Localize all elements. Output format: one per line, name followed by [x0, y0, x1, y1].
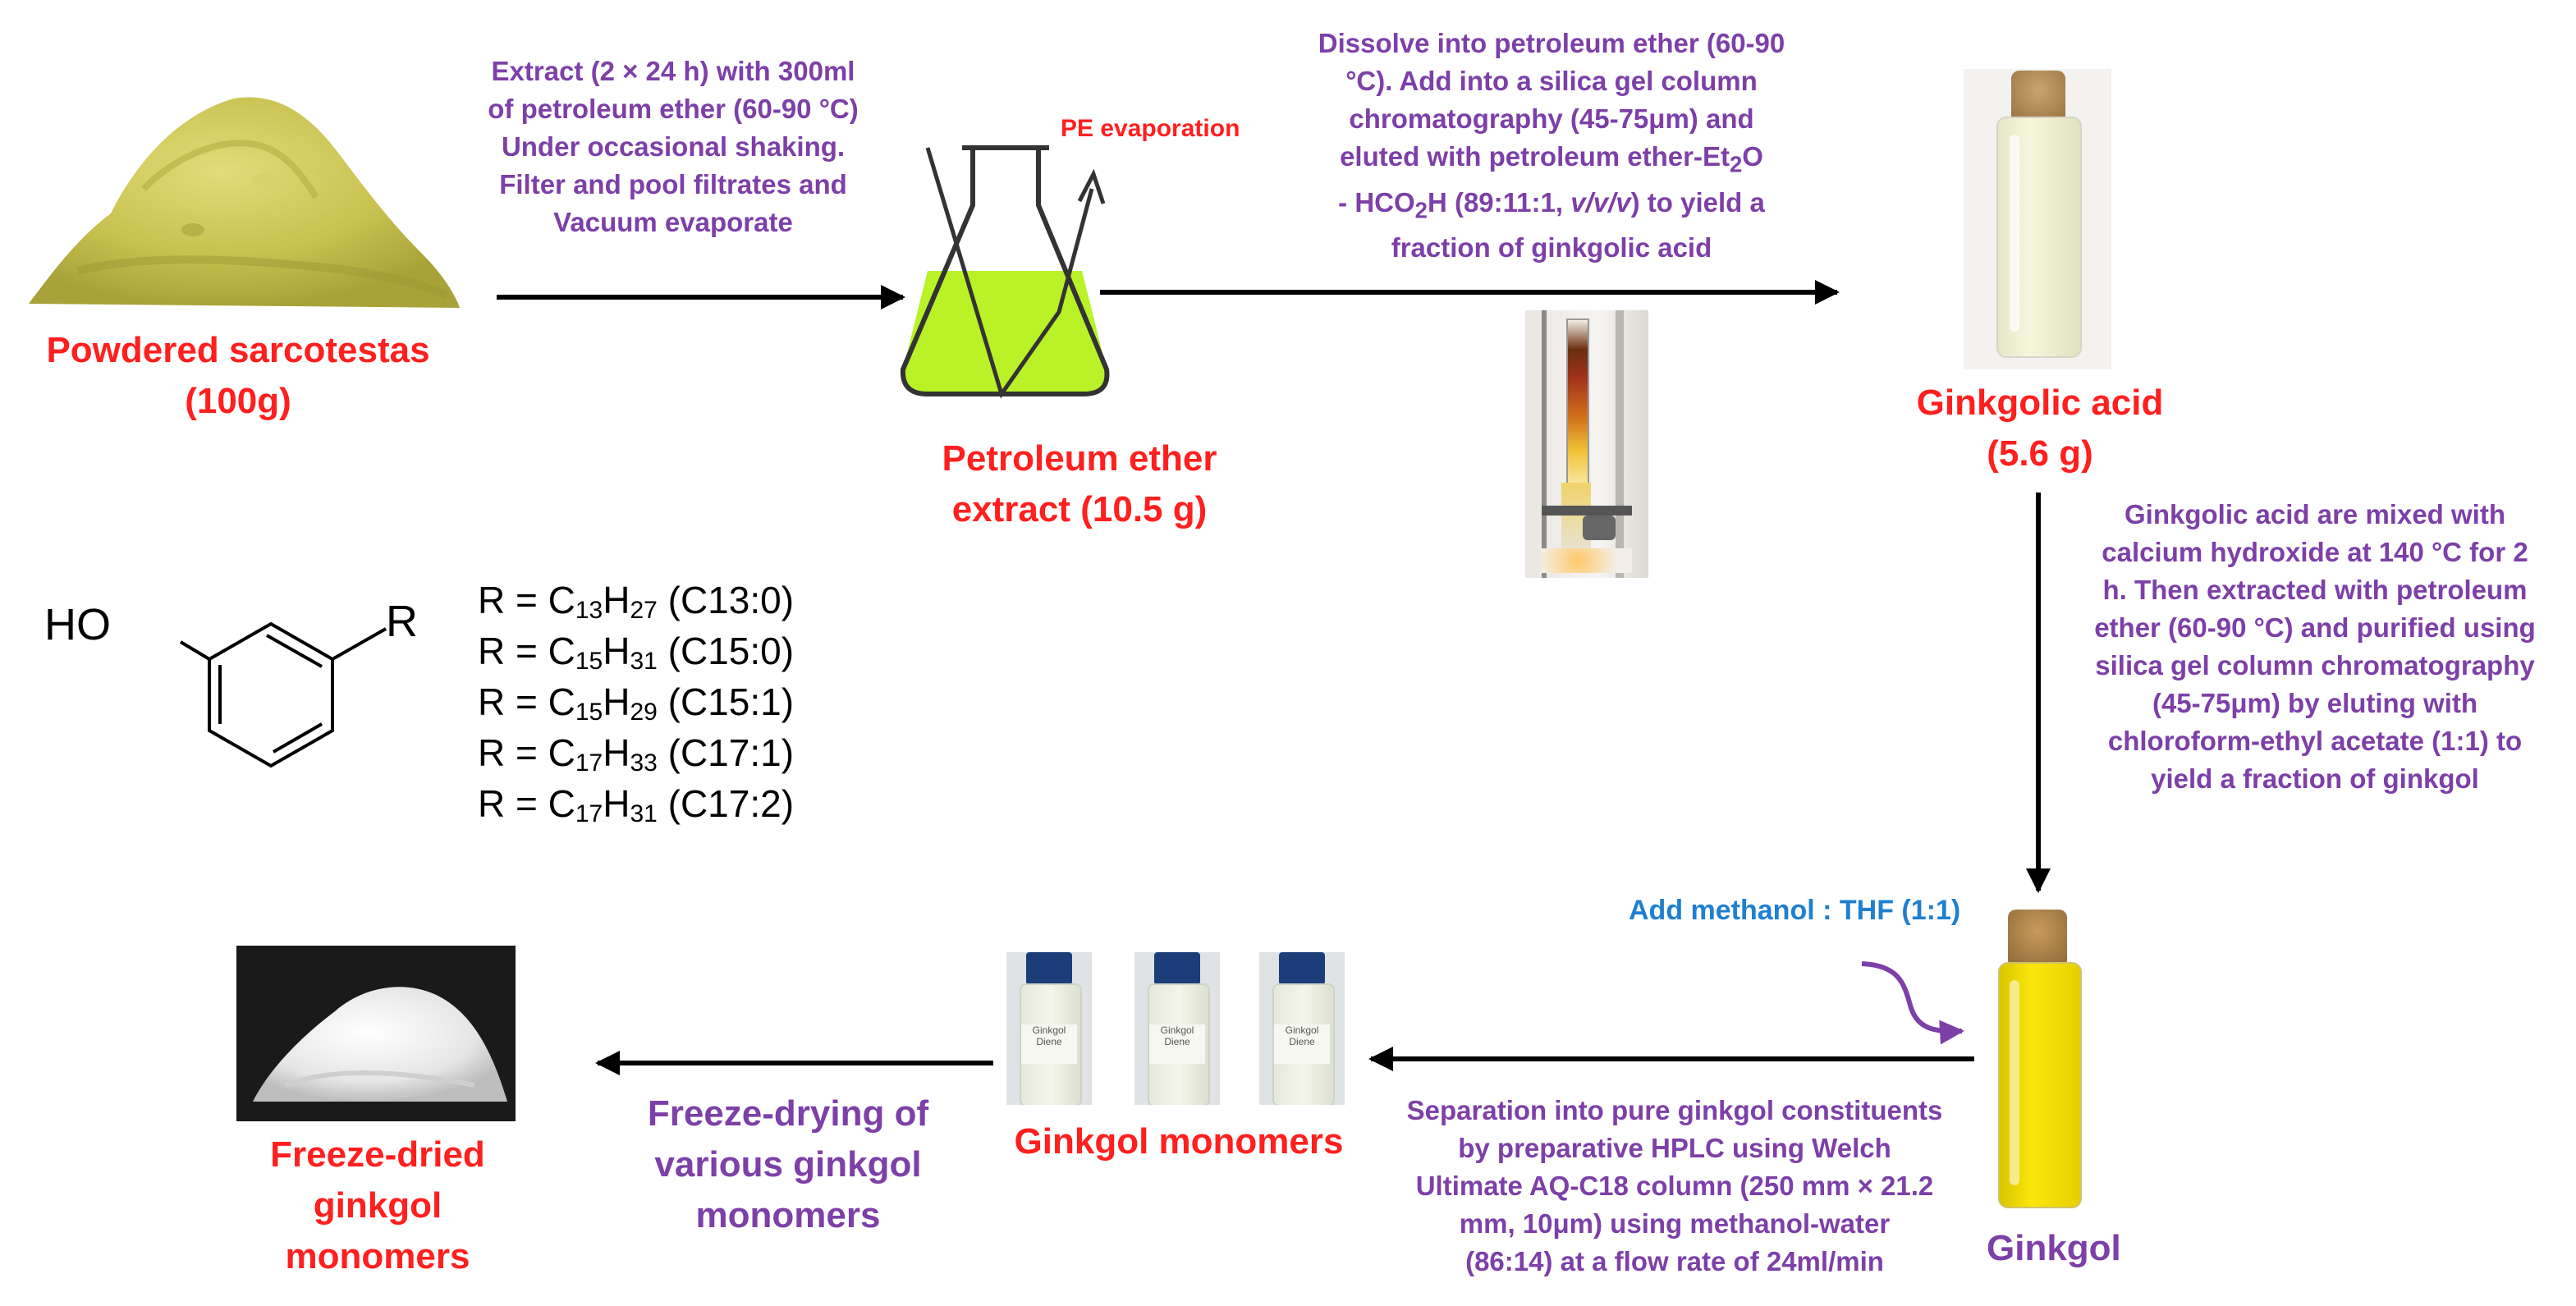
column-step-text: Dissolve into petroleum ether (60-90 °C)… [1318, 28, 1785, 263]
pe-evaporation-label: PE evaporation [1061, 115, 1240, 142]
erlenmeyer-flask-icon [900, 145, 1110, 399]
freeze-dried-label: Freeze-dried ginkgol monomers [270, 1134, 485, 1276]
substituent-item: R = C17H31 (C17:2) [478, 782, 795, 827]
hydroxyl-label: HO [44, 600, 111, 649]
freeze-drying-step-text: Freeze-drying of various ginkgol monomer… [647, 1093, 929, 1235]
ginkgol-label: Ginkgol [1987, 1228, 2121, 1268]
ginkgolic-acid-vial-photo [1964, 69, 2111, 369]
r-group-label: R [386, 597, 418, 646]
column-chromatography-photo [1525, 310, 1648, 578]
freeze-dried-powder-photo [236, 946, 516, 1121]
hplc-step-text: Separation into pure ginkgol constituent… [1406, 1095, 1943, 1276]
add-methanol-note: Add methanol : THF (1:1) [1629, 895, 1961, 926]
substituent-item: R = C15H31 (C15:0) [478, 630, 795, 675]
substituent-list: R = C13H27 (C13:0) R = C15H31 (C15:0) R … [478, 575, 794, 829]
powder-pile-image [29, 97, 460, 308]
substituent-item: R = C15H29 (C15:1) [478, 680, 795, 726]
powder-label: Powdered sarcotestas (100g) [46, 330, 430, 421]
pe-extract-label: Petroleum ether extract (10.5 g) [942, 438, 1217, 529]
decarboxylation-step-text: Ginkgolic acid are mixed with calcium hy… [2094, 499, 2536, 794]
arrow-add-methanol [1861, 961, 1964, 1045]
ginkgol-vial-photo [1985, 901, 2097, 1212]
ginkgol-structure-diagram [179, 621, 387, 768]
ginkgol-monomers-label: Ginkgol monomers [1014, 1121, 1344, 1162]
substituent-item: R = C17H33 (C17:1) [478, 731, 795, 777]
extraction-step-text: Extract (2 × 24 h) with 300ml of petrole… [488, 56, 859, 237]
ginkgolic-acid-label: Ginkgolic acid (5.6 g) [1916, 383, 2164, 474]
substituent-item: R = C13H27 (C13:0) [478, 579, 795, 624]
